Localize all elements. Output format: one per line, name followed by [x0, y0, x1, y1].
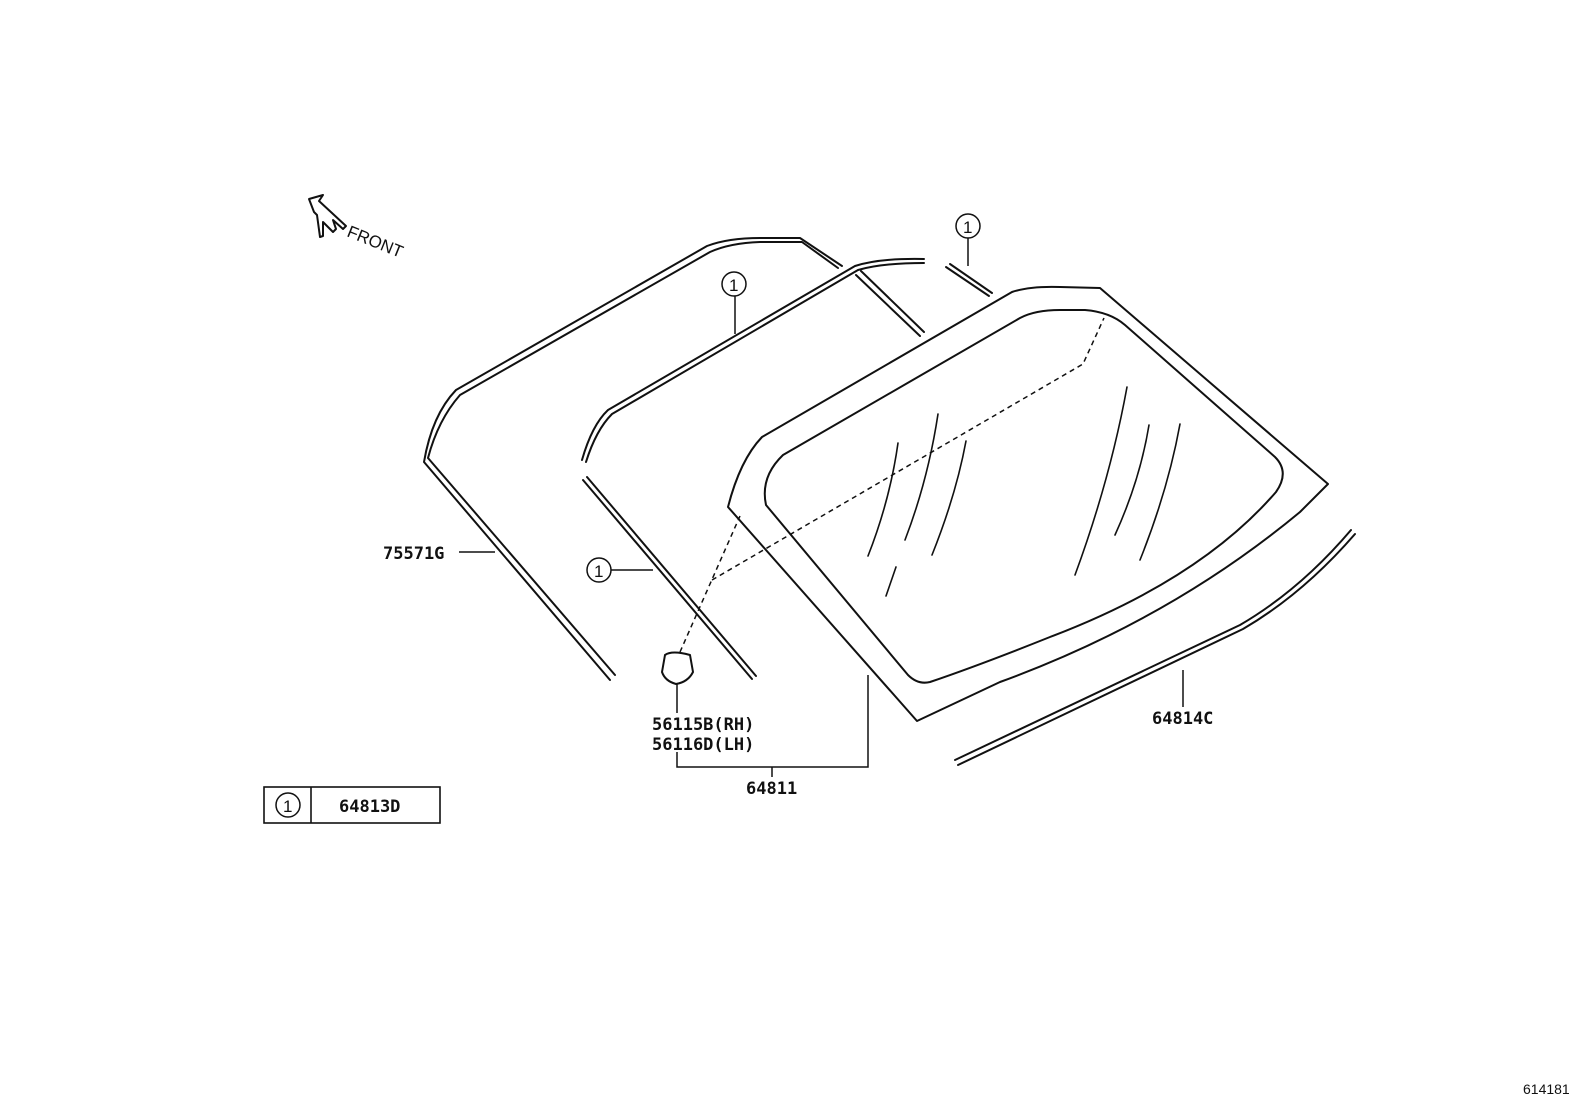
label-64811[interactable]: 64811	[746, 779, 797, 799]
label-75571G[interactable]: 75571G	[383, 544, 444, 564]
callout-right: 1	[955, 213, 981, 239]
svg-text:1: 1	[963, 218, 972, 237]
windshield-glass[interactable]	[727, 285, 1329, 722]
label-56116D[interactable]: 56116D(LH)	[652, 735, 754, 755]
label-64814C[interactable]: 64814C	[1152, 709, 1213, 729]
windshield-outer-molding[interactable]	[423, 237, 843, 681]
front-arrow-icon	[308, 194, 347, 238]
diagram-id: 614181	[1523, 1081, 1570, 1097]
legend-part-number[interactable]: 64813D	[339, 797, 400, 817]
lower-weatherstrip[interactable]	[954, 529, 1356, 766]
svg-text:1: 1	[594, 562, 603, 581]
upper-molding-piece[interactable]	[581, 257, 925, 463]
dashed-guide-nozzle	[679, 515, 741, 653]
legend-box: 1 64813D	[263, 786, 441, 824]
legend-callout-symbol	[275, 792, 301, 818]
callout-side: 1	[586, 557, 612, 583]
label-56115B[interactable]: 56115B(RH)	[652, 715, 754, 735]
front-label: FRONT	[345, 222, 406, 262]
right-molding-piece[interactable]	[945, 263, 993, 297]
side-molding-piece[interactable]	[582, 476, 757, 680]
washer-nozzle[interactable]	[661, 651, 694, 685]
svg-text:1: 1	[729, 276, 738, 295]
callout-upper: 1	[721, 271, 747, 297]
dashed-guide-glass	[711, 317, 1105, 581]
legend-symbol: 1	[283, 797, 292, 816]
